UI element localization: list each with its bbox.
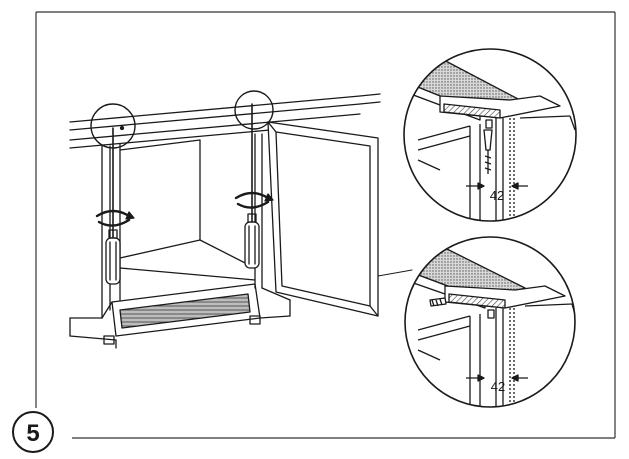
screwdriver-left xyxy=(95,127,135,285)
callout-circle-left xyxy=(90,103,136,149)
fridge-interior xyxy=(119,133,263,289)
dimension-label-top: 42 xyxy=(490,188,504,203)
page-frame xyxy=(35,11,616,439)
step-number: 5 xyxy=(26,420,39,447)
plinth xyxy=(69,283,291,349)
dimension-label-bottom: 42 xyxy=(491,379,505,394)
appliance-illustration xyxy=(69,90,413,349)
detail-circle-bottom: 42 xyxy=(404,236,576,408)
worktop xyxy=(69,93,381,149)
fridge-door xyxy=(267,121,379,317)
screwdriver-right xyxy=(234,103,274,269)
callout-circle-right xyxy=(234,90,274,130)
step-badge: 5 xyxy=(12,411,54,453)
detail-circle-top: 42 xyxy=(403,48,577,222)
